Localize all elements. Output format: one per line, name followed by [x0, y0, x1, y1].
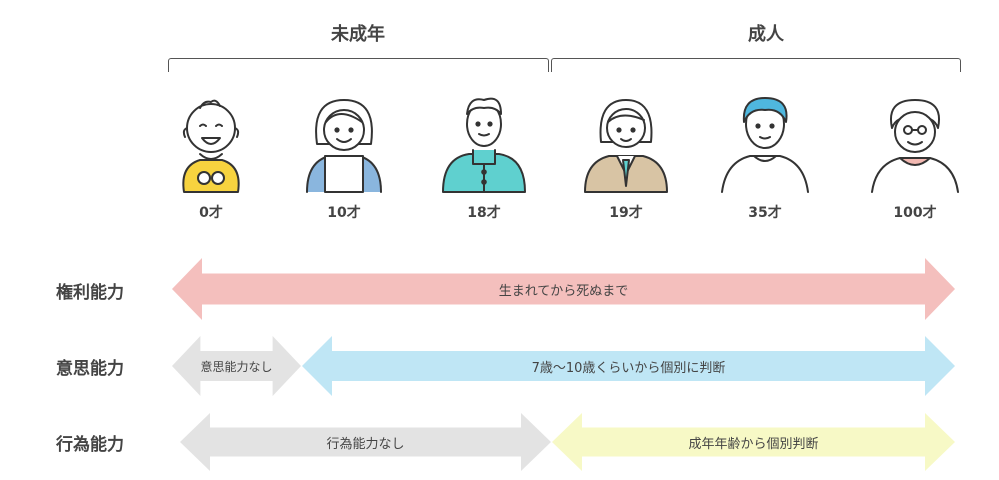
arrow-shape: [552, 413, 955, 471]
age-label-19: 19才: [609, 205, 643, 221]
rights-arrow: 生まれてから死ぬまで: [172, 258, 955, 320]
elderly-icon: [870, 92, 960, 196]
minor-bracket: [168, 58, 549, 72]
minor-group-label: 未成年: [331, 24, 385, 45]
rights-capacity-label: 権利能力: [56, 283, 124, 303]
no-legal-capacity-arrow: 行為能力なし: [180, 413, 551, 471]
baby-icon: [166, 92, 256, 196]
legal-capacity-label: 行為能力: [56, 435, 124, 455]
child-icon: [299, 92, 389, 196]
no-legal-capacity-text: 行為能力なし: [326, 436, 405, 452]
adult-man-icon: [720, 92, 810, 196]
arrow-shape: [180, 413, 551, 471]
arrow-shape: [302, 336, 955, 396]
adult-group-label: 成人: [748, 24, 784, 45]
mental-capacity-arrow: 7歳〜10歳くらいから個別に判断: [302, 336, 955, 396]
legal-capacity-text: 成年年齢から個別判断: [688, 436, 819, 452]
legal-capacity-arrow: 成年年齢から個別判断: [552, 413, 955, 471]
mental-capacity-text: 7歳〜10歳くらいから個別に判断: [531, 360, 726, 376]
young-adult-icon: [581, 92, 671, 196]
arrow-shape: [172, 258, 955, 320]
adult-bracket: [551, 58, 961, 72]
arrow-shape: [172, 336, 301, 396]
student-icon: [439, 92, 529, 196]
age-label-100: 100才: [893, 205, 937, 221]
age-label-35: 35才: [748, 205, 782, 221]
rights-arrow-text: 生まれてから死ぬまで: [498, 283, 629, 299]
age-label-10: 10才: [327, 205, 361, 221]
no-mental-capacity-arrow: 意思能力なし: [172, 336, 301, 396]
age-label-0: 0才: [199, 205, 223, 221]
no-mental-capacity-text: 意思能力なし: [200, 359, 273, 374]
age-label-18: 18才: [467, 205, 501, 221]
mental-capacity-label: 意思能力: [56, 359, 124, 379]
